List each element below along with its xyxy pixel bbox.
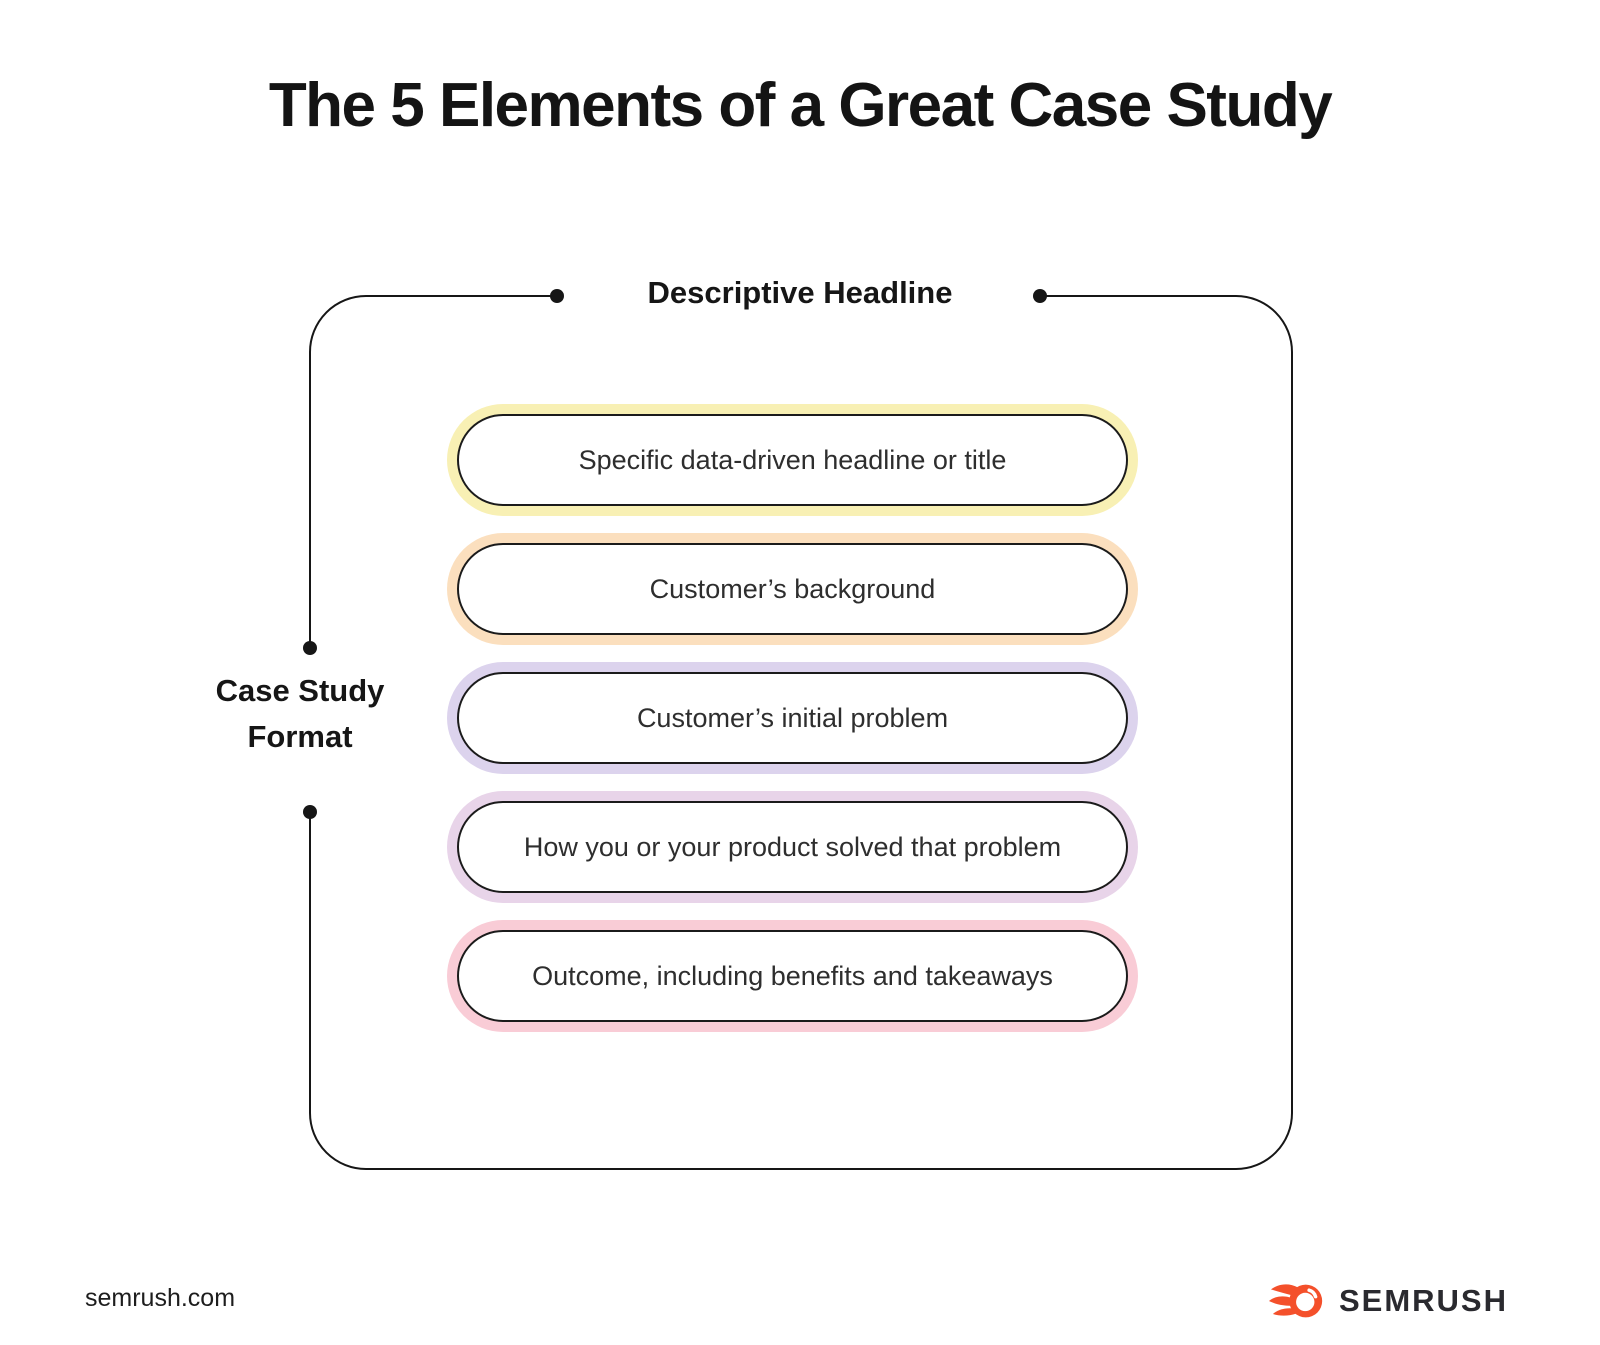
page-title: The 5 Elements of a Great Case Study bbox=[268, 71, 1333, 140]
connector-dot bbox=[1033, 289, 1047, 303]
format-item-label: Outcome, including benefits and takeaway… bbox=[532, 960, 1053, 991]
connector-dot bbox=[303, 805, 317, 819]
format-item-label: How you or your product solved that prob… bbox=[523, 831, 1062, 862]
descriptive-headline-label: Descriptive Headline bbox=[647, 275, 953, 310]
format-item-label: Specific data-driven headline or title bbox=[578, 444, 1007, 475]
format-item-pill: Specific data-driven headline or title bbox=[457, 414, 1128, 506]
format-item-pill: Customer’s background bbox=[457, 543, 1128, 635]
case-study-format-label-line1: Case Study bbox=[215, 673, 385, 708]
semrush-logo: SEMRUSH bbox=[1268, 1280, 1508, 1322]
connector-dot bbox=[550, 289, 564, 303]
format-item-label: Customer’s initial problem bbox=[636, 702, 949, 733]
case-study-format-label-line2: Format bbox=[247, 719, 353, 754]
format-item-pill: Outcome, including benefits and takeaway… bbox=[457, 930, 1128, 1022]
semrush-flame-icon bbox=[1268, 1284, 1323, 1318]
website-url: semrush.com bbox=[85, 1284, 236, 1312]
frame-border-path bbox=[309, 295, 1293, 1170]
format-item-label: Customer’s background bbox=[649, 573, 936, 604]
format-item-pill: How you or your product solved that prob… bbox=[457, 801, 1128, 893]
case-study-format-label: Case Study Format bbox=[200, 668, 400, 760]
format-item-pill: Customer’s initial problem bbox=[457, 672, 1128, 764]
connector-dot bbox=[303, 641, 317, 655]
semrush-wordmark: SEMRUSH bbox=[1338, 1283, 1508, 1318]
